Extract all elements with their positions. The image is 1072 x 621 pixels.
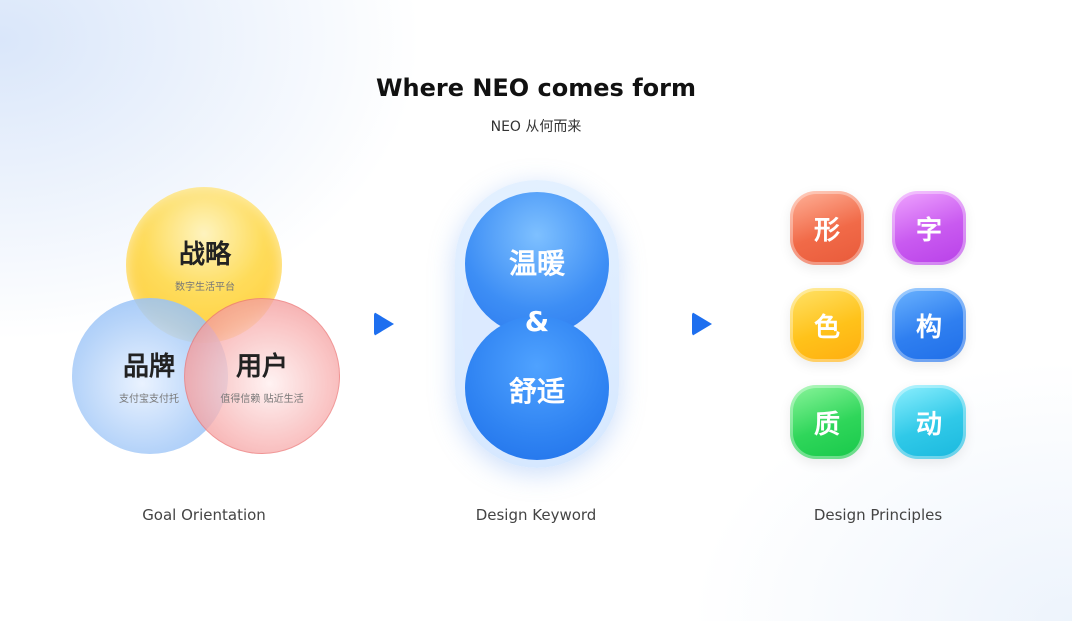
keyword-blob-top xyxy=(465,192,609,336)
venn-label-user: 用户 xyxy=(235,352,288,382)
venn-label-brand: 品牌 xyxy=(122,352,175,382)
principle-tile-shape: 形 xyxy=(790,191,864,265)
keyword-blob-bottom xyxy=(465,316,609,460)
principle-char: 质 xyxy=(813,409,840,440)
keyword-ampersand: & xyxy=(524,305,550,338)
keyword-caption: Design Keyword xyxy=(475,506,597,524)
keyword-warm: 温暖 xyxy=(508,247,565,280)
principle-tile-structure: 构 xyxy=(892,288,966,362)
principle-char: 形 xyxy=(813,215,840,246)
venn-sub-user: 值得信赖 贴近生活 xyxy=(220,394,304,405)
venn-circle-user xyxy=(184,298,340,454)
page-title: Where NEO comes form xyxy=(376,74,696,102)
principle-char: 字 xyxy=(915,215,942,246)
principle-char: 色 xyxy=(813,312,840,343)
venn-label-strategy: 战略 xyxy=(178,240,231,270)
goal-caption: Goal Orientation xyxy=(142,506,266,524)
arrow-right-icon xyxy=(692,312,712,336)
page-subtitle: NEO 从何而来 xyxy=(490,119,582,135)
principle-tile-color: 色 xyxy=(790,288,864,362)
venn-sub-brand: 支付宝支付托 xyxy=(119,394,179,405)
principles-caption: Design Principles xyxy=(813,506,943,524)
venn-sub-strategy: 数字生活平台 xyxy=(175,282,235,293)
principle-tile-motion: 动 xyxy=(892,385,966,459)
keyword-comfort: 舒适 xyxy=(508,375,565,408)
principle-tile-texture: 质 xyxy=(790,385,864,459)
principle-char: 构 xyxy=(915,312,942,343)
arrow-right-icon xyxy=(374,312,394,336)
principle-tile-type: 字 xyxy=(892,191,966,265)
principle-char: 动 xyxy=(915,409,942,440)
